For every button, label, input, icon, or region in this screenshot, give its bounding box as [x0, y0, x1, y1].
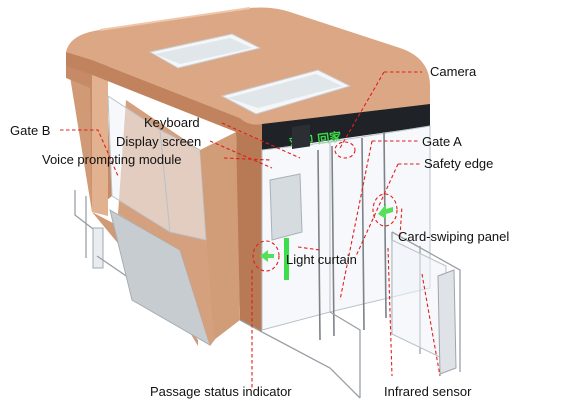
label-card-panel: Card-swiping panel	[398, 229, 509, 244]
label-light-curtain: Light curtain	[286, 252, 357, 267]
arrow-indicator-icon	[260, 250, 274, 262]
front-arch	[200, 132, 262, 340]
label-camera: Camera	[430, 64, 477, 79]
right-gate-frame	[239, 231, 461, 399]
label-gate-b: Gate B	[10, 123, 50, 138]
label-safety-edge: Safety edge	[424, 156, 493, 171]
canopy-roof	[66, 7, 430, 141]
label-infrared-sensor: Infrared sensor	[384, 384, 472, 399]
label-keyboard: Keyboard	[144, 115, 200, 130]
label-voice-module: Voice prompting module	[42, 152, 181, 167]
label-gate-a: Gate A	[422, 134, 462, 149]
left-glass-panels	[107, 95, 207, 241]
passage-status-indicator	[252, 240, 280, 272]
labels: Camera Keyboard Gate B Display screen Ga…	[10, 64, 509, 399]
leader-lines	[60, 71, 441, 388]
camera-marker	[334, 141, 356, 159]
arrow-indicator-right	[372, 193, 398, 227]
label-display-screen: Display screen	[116, 134, 201, 149]
label-passage-indicator: Passage status indicator	[150, 384, 292, 399]
arrow-indicator-icon	[378, 204, 393, 219]
